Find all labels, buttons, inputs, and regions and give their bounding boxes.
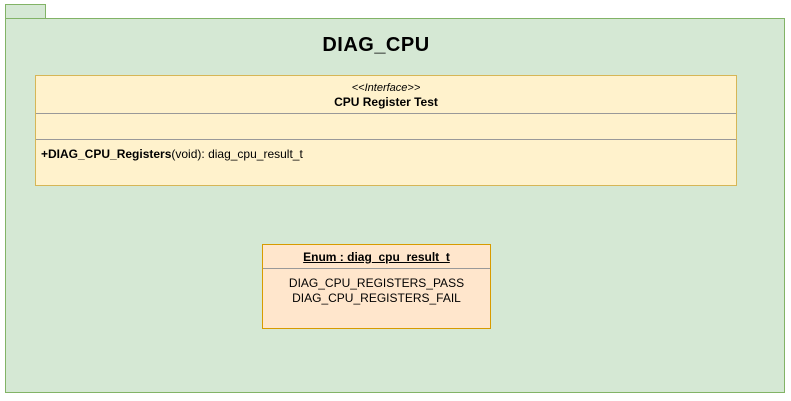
interface-name: CPU Register Test <box>334 94 438 109</box>
interface-methods-compartment: +DIAG_CPU_Registers(void): diag_cpu_resu… <box>36 140 736 185</box>
method-name: +DIAG_CPU_Registers <box>41 147 172 161</box>
enum-values-compartment: DIAG_CPU_REGISTERS_PASS DIAG_CPU_REGISTE… <box>263 269 490 328</box>
package-tab <box>5 4 46 20</box>
enum-box: Enum : diag_cpu_result_t DIAG_CPU_REGIST… <box>262 244 491 329</box>
enum-value-pass: DIAG_CPU_REGISTERS_PASS <box>288 276 465 290</box>
package-diag-cpu: DIAG_CPU <<Interface>> CPU Register Test… <box>5 18 785 393</box>
package-title: DIAG_CPU <box>322 34 430 56</box>
interface-stereotype: <<Interface>> <box>351 81 421 94</box>
interface-class-box: <<Interface>> CPU Register Test +DIAG_CP… <box>35 75 737 186</box>
enum-title: Enum : diag_cpu_result_t <box>263 245 490 269</box>
interface-attributes-compartment <box>36 114 736 140</box>
method-signature: (void): diag_cpu_result_t <box>171 147 303 161</box>
interface-header-compartment: <<Interface>> CPU Register Test <box>36 76 736 114</box>
enum-value-fail: DIAG_CPU_REGISTERS_FAIL <box>292 291 461 305</box>
